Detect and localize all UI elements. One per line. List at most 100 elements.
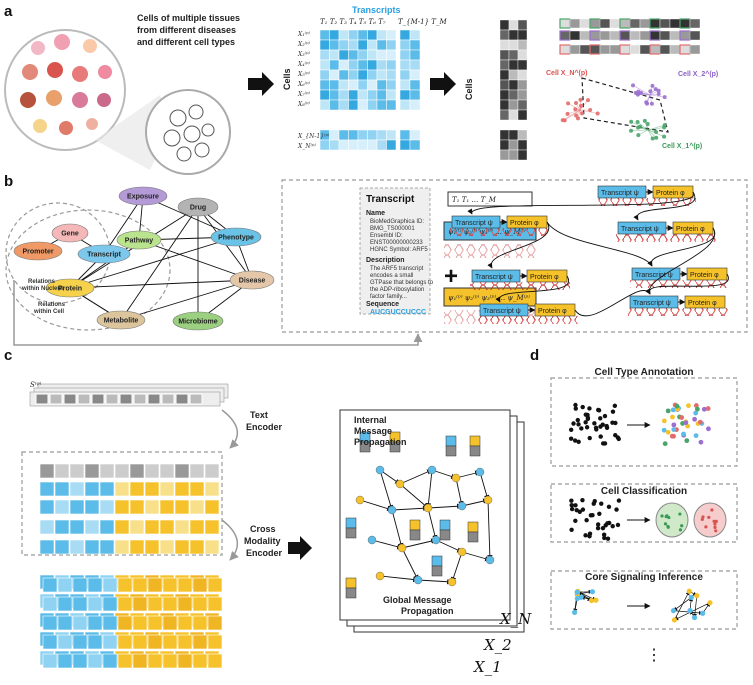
cross-cell xyxy=(147,634,163,650)
kg-node-label: Metabolite xyxy=(104,318,139,325)
cross-cell xyxy=(57,634,73,650)
matrix-cell xyxy=(508,29,519,41)
heatmap-cell xyxy=(348,49,359,61)
heatmap-cell xyxy=(376,59,387,71)
encoded-cell xyxy=(174,481,190,497)
cross-cell xyxy=(117,634,133,650)
card-name-heading: Name xyxy=(366,210,385,217)
heatmap-cell xyxy=(329,79,340,91)
encoded-cell xyxy=(159,519,175,535)
protein-label: Protein φ xyxy=(530,274,559,281)
encoded-cell xyxy=(99,481,115,497)
encoded-cell xyxy=(54,463,70,479)
annotated-point xyxy=(705,406,711,411)
data-point xyxy=(583,533,588,538)
cross-cell xyxy=(162,615,178,631)
token-sheet-label: S⁽ᵠ⁾ xyxy=(30,380,42,389)
heatmap-cell xyxy=(338,59,349,71)
encoded-cell xyxy=(144,463,160,479)
token-cell xyxy=(63,393,77,405)
heatmap-cell xyxy=(367,99,378,111)
kg-edge xyxy=(103,195,144,255)
transcript-label: Transcript ψ xyxy=(483,308,521,315)
text-encoder-arrow xyxy=(221,409,239,449)
cross-encoder-3: Encoder xyxy=(246,548,283,558)
text-embedding-row: S⁽ᵠ⁾ xyxy=(29,380,229,407)
protein-label: Protein φ xyxy=(510,220,539,227)
encoded-cell xyxy=(204,463,220,479)
kg-node-label: Disease xyxy=(239,278,266,285)
cell-point xyxy=(633,90,638,95)
card-desc-3: GTPase that belongs to xyxy=(370,280,434,286)
heatmap-cell xyxy=(338,139,349,151)
heatmap-cell xyxy=(348,69,359,81)
cross-cell xyxy=(207,634,223,650)
kg-node-label: Pathway xyxy=(125,238,154,245)
cross-cell xyxy=(102,596,118,612)
matrix-cell xyxy=(499,139,510,151)
arrow-a2 xyxy=(430,72,456,96)
relations-cell-1: Relations xyxy=(38,302,66,308)
class-point xyxy=(710,508,714,512)
encoded-cell xyxy=(159,481,175,497)
encoded-cell xyxy=(69,463,85,479)
class-point xyxy=(680,524,684,528)
strip-cell xyxy=(659,18,671,29)
cell-point xyxy=(648,89,653,94)
card-name-3: Ensembl ID: xyxy=(370,233,403,239)
signal-node xyxy=(688,594,694,601)
class-point xyxy=(663,522,668,526)
transcript-label: Transcript ψ xyxy=(633,300,671,307)
svg-text:X_N⁽ᵖ⁾: X_N⁽ᵖ⁾ xyxy=(297,143,316,150)
matrix-cell xyxy=(508,139,519,151)
strip-cell xyxy=(669,30,681,41)
matrix-cell xyxy=(499,29,510,41)
kg-node-label: Promoter xyxy=(22,249,53,256)
matrix-cell xyxy=(508,49,519,61)
encoded-cell xyxy=(69,499,85,515)
message-edge xyxy=(450,551,463,583)
annotated-point xyxy=(679,415,685,420)
encoded-cell xyxy=(99,499,115,515)
graph-node xyxy=(475,467,485,477)
heatmap-cell xyxy=(319,69,330,81)
data-point xyxy=(569,527,574,533)
encoded-cell xyxy=(54,481,70,497)
card-name-4: ENST00000000233 xyxy=(370,240,423,246)
heatmap-cell xyxy=(399,29,411,41)
strip-cell xyxy=(569,30,581,41)
data-point xyxy=(569,502,574,508)
heatmap-cell xyxy=(319,49,330,61)
regulation-arrow xyxy=(487,221,550,269)
annotated-point xyxy=(695,406,700,412)
cell-point xyxy=(639,90,644,95)
panel-a-label: a xyxy=(4,3,13,20)
token-cell xyxy=(133,393,147,405)
heatmap-cell xyxy=(409,69,421,81)
cell-triangle xyxy=(581,77,669,133)
cross-cell xyxy=(117,653,133,669)
kg-node-label: Protein xyxy=(58,286,82,293)
strip-cell xyxy=(669,18,681,29)
kg-node-pathway xyxy=(116,230,162,250)
heatmap-cell xyxy=(376,79,387,91)
svg-text:X₁⁽ᵖ⁾: X₁⁽ᵖ⁾ xyxy=(297,31,311,38)
encoded-cell xyxy=(129,481,145,497)
matrix-cell xyxy=(517,139,528,151)
cell-point xyxy=(645,101,650,106)
task-box-1 xyxy=(550,377,738,467)
signal-node xyxy=(670,608,677,614)
cross-cell xyxy=(162,634,178,650)
heatmap-cell xyxy=(367,39,378,51)
data-point xyxy=(573,518,578,523)
cell-link xyxy=(637,121,649,131)
cross-cell xyxy=(117,596,133,612)
data-point xyxy=(568,427,574,432)
data-point xyxy=(599,501,604,506)
heatmap-cell xyxy=(376,89,387,101)
graph-to-box-arrow xyxy=(13,280,423,346)
matrix-cell xyxy=(508,149,519,161)
graph-node xyxy=(355,495,365,505)
encoded-cell xyxy=(204,481,220,497)
encoded-cell xyxy=(114,463,130,479)
